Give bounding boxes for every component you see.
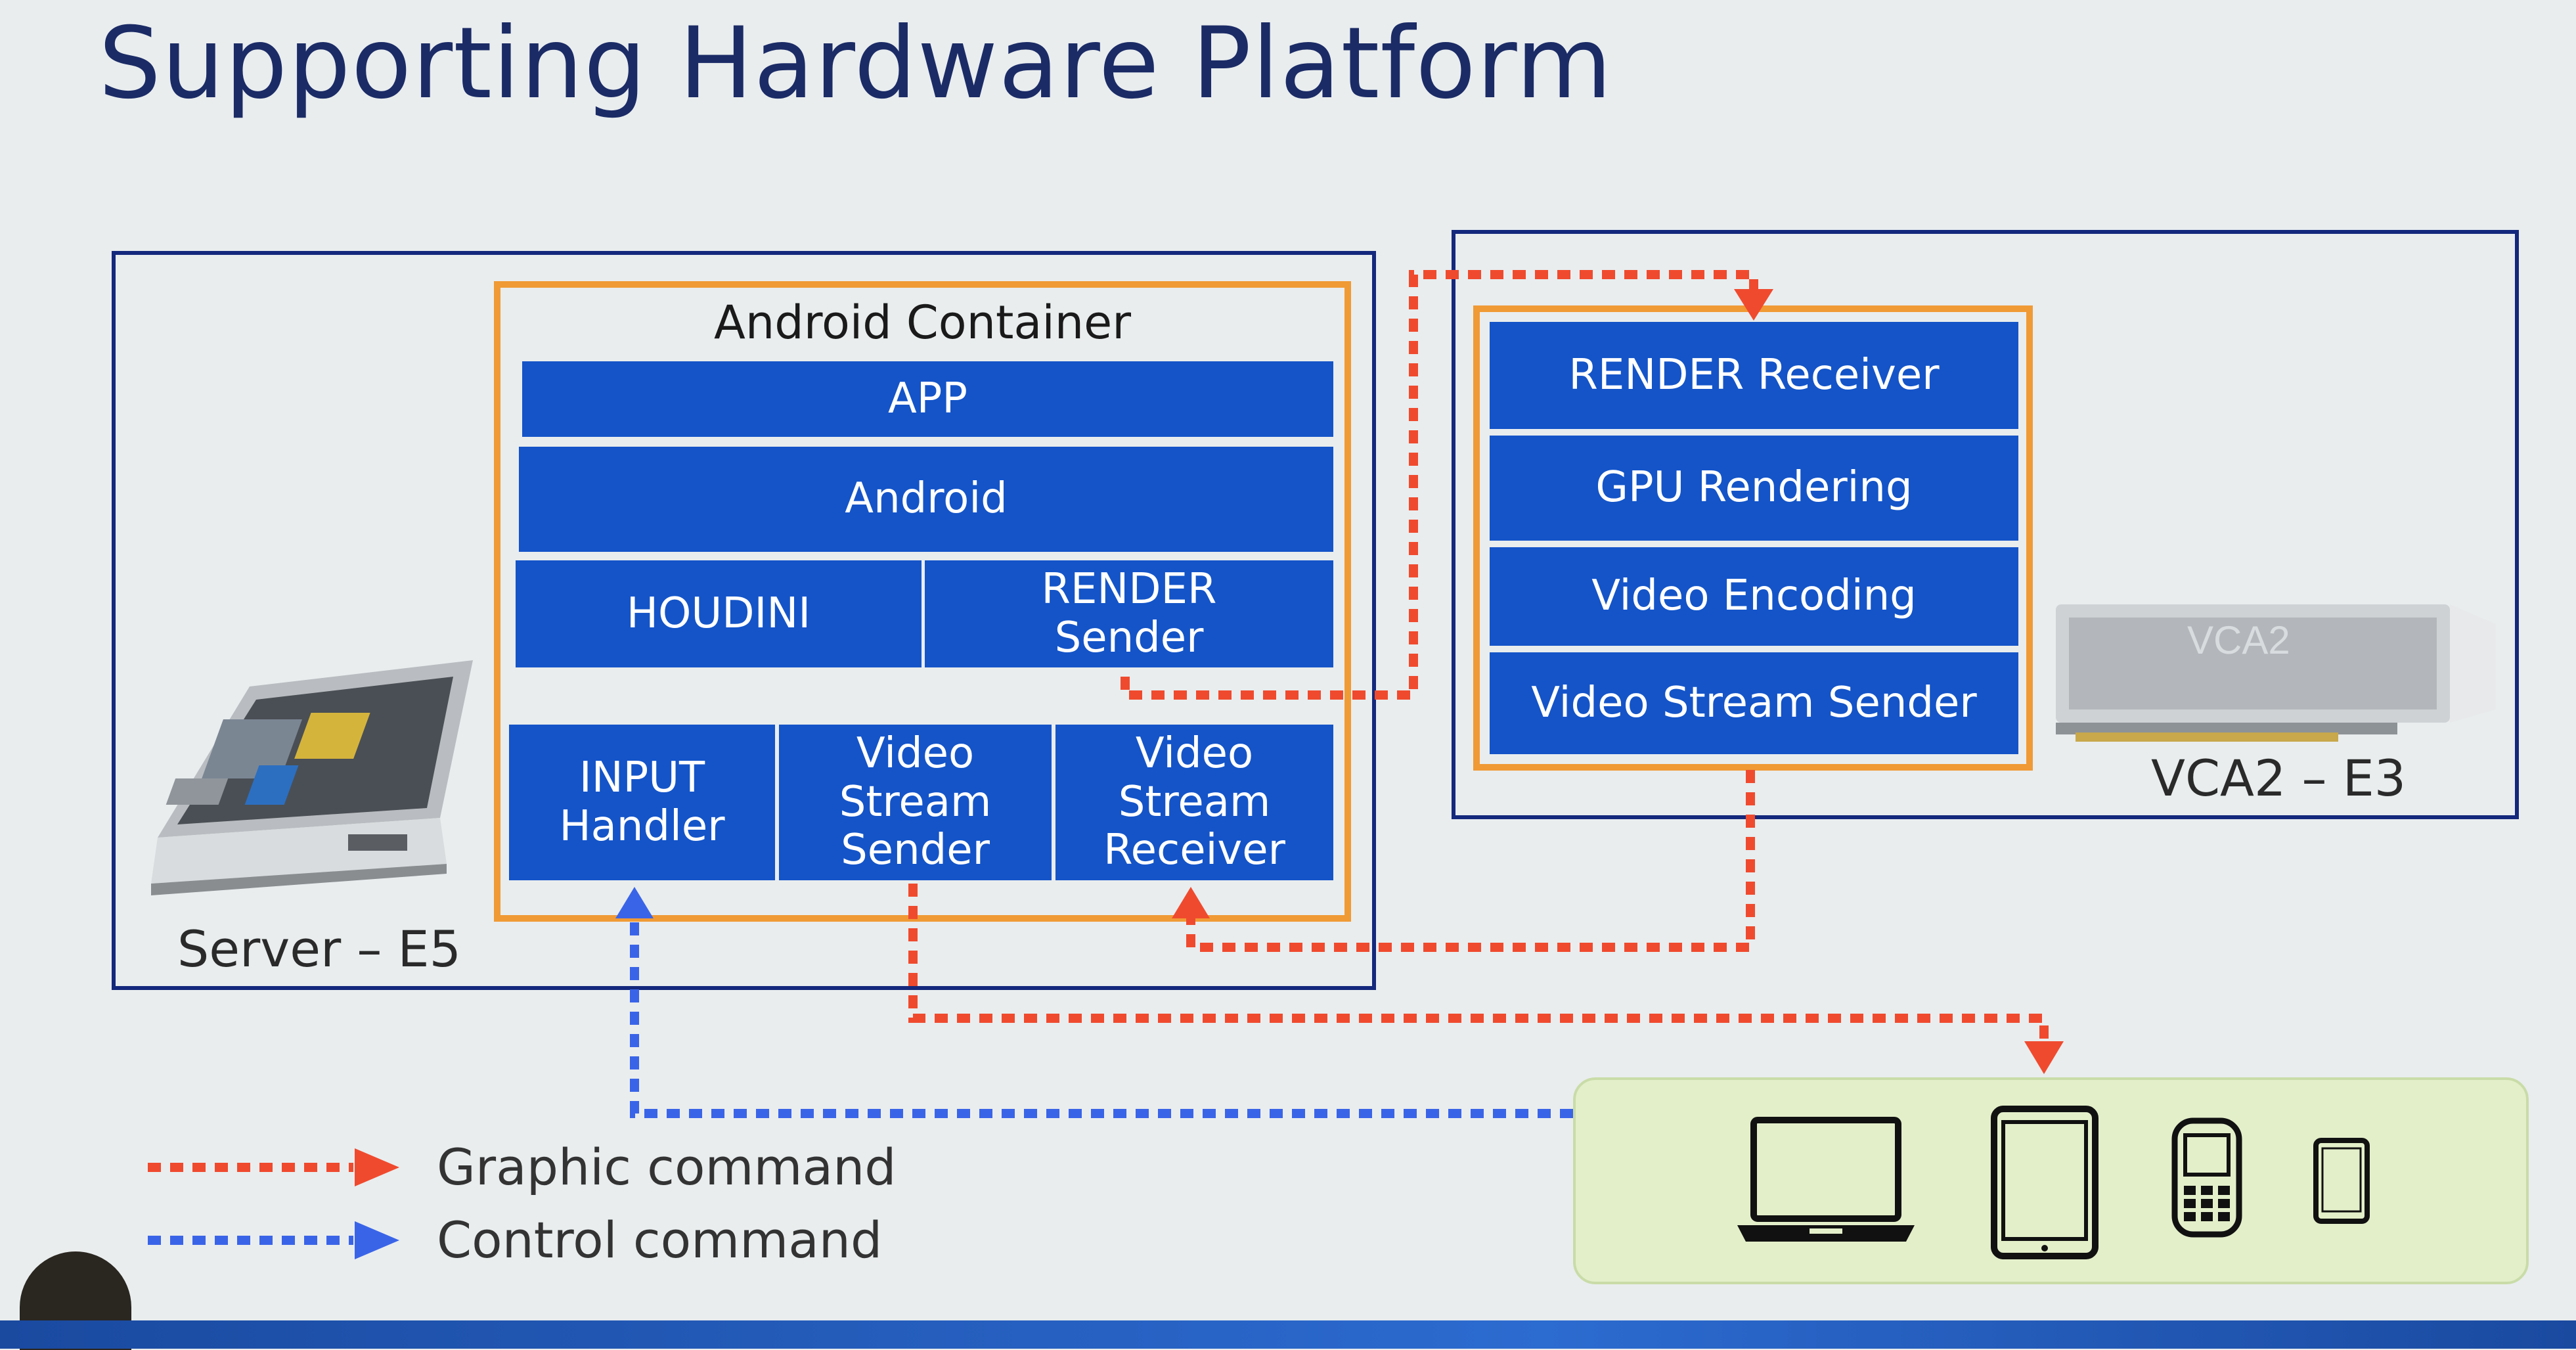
video-stream-sender-vca-block: Video Stream Sender [1490, 652, 2018, 754]
render-receiver-block: RENDER Receiver [1490, 322, 2018, 429]
graphic-line-render [1121, 270, 1758, 700]
vca-card-image: VCA2 [2049, 591, 2509, 749]
android-block: Android [519, 447, 1333, 552]
gpu-rendering-block: GPU Rendering [1490, 436, 2018, 541]
graphic-line-to-devices [908, 884, 2049, 1046]
footer-bar [0, 1320, 2576, 1349]
vca-frame [1452, 230, 2519, 819]
arrowhead-stream-receiver [1172, 887, 1210, 918]
legend-control-arrowhead [355, 1221, 399, 1259]
feature-phone-icon [2171, 1117, 2243, 1238]
android-container-box [494, 281, 1351, 922]
svg-text:VCA2: VCA2 [2187, 618, 2290, 662]
arrowhead-input-handler [615, 887, 654, 918]
video-encoding-block: Video Encoding [1490, 547, 2018, 646]
input-handler-block: INPUT Handler [509, 725, 775, 880]
control-line [630, 916, 1573, 1118]
legend-graphic-label: Graphic command [437, 1138, 897, 1196]
tablet-icon [1989, 1104, 2100, 1261]
app-block: APP [522, 361, 1333, 437]
video-stream-sender-block: Video Stream Sender [779, 725, 1052, 880]
graphic-line-stream-return [1186, 770, 1755, 952]
legend-control-label: Control command [437, 1211, 883, 1269]
smartphone-icon [2312, 1136, 2371, 1225]
arrowhead-render-receiver [1734, 289, 1773, 321]
legend-graphic-arrowhead [355, 1148, 399, 1186]
server-label: Server – E5 [177, 920, 461, 978]
laptop-icon [1734, 1117, 1918, 1248]
arrowhead-devices [2024, 1041, 2064, 1074]
android-container-title: Android Container [714, 296, 1131, 349]
server-image [131, 647, 473, 903]
video-stream-receiver-block: Video Stream Receiver [1055, 725, 1333, 880]
slide-title: Supporting Hardware Platform [99, 7, 1613, 121]
server-frame [112, 251, 1376, 990]
houdini-block: HOUDINI [516, 560, 922, 667]
render-sender-block: RENDER Sender [925, 560, 1333, 667]
vca-label: VCA2 – E3 [2151, 749, 2407, 807]
